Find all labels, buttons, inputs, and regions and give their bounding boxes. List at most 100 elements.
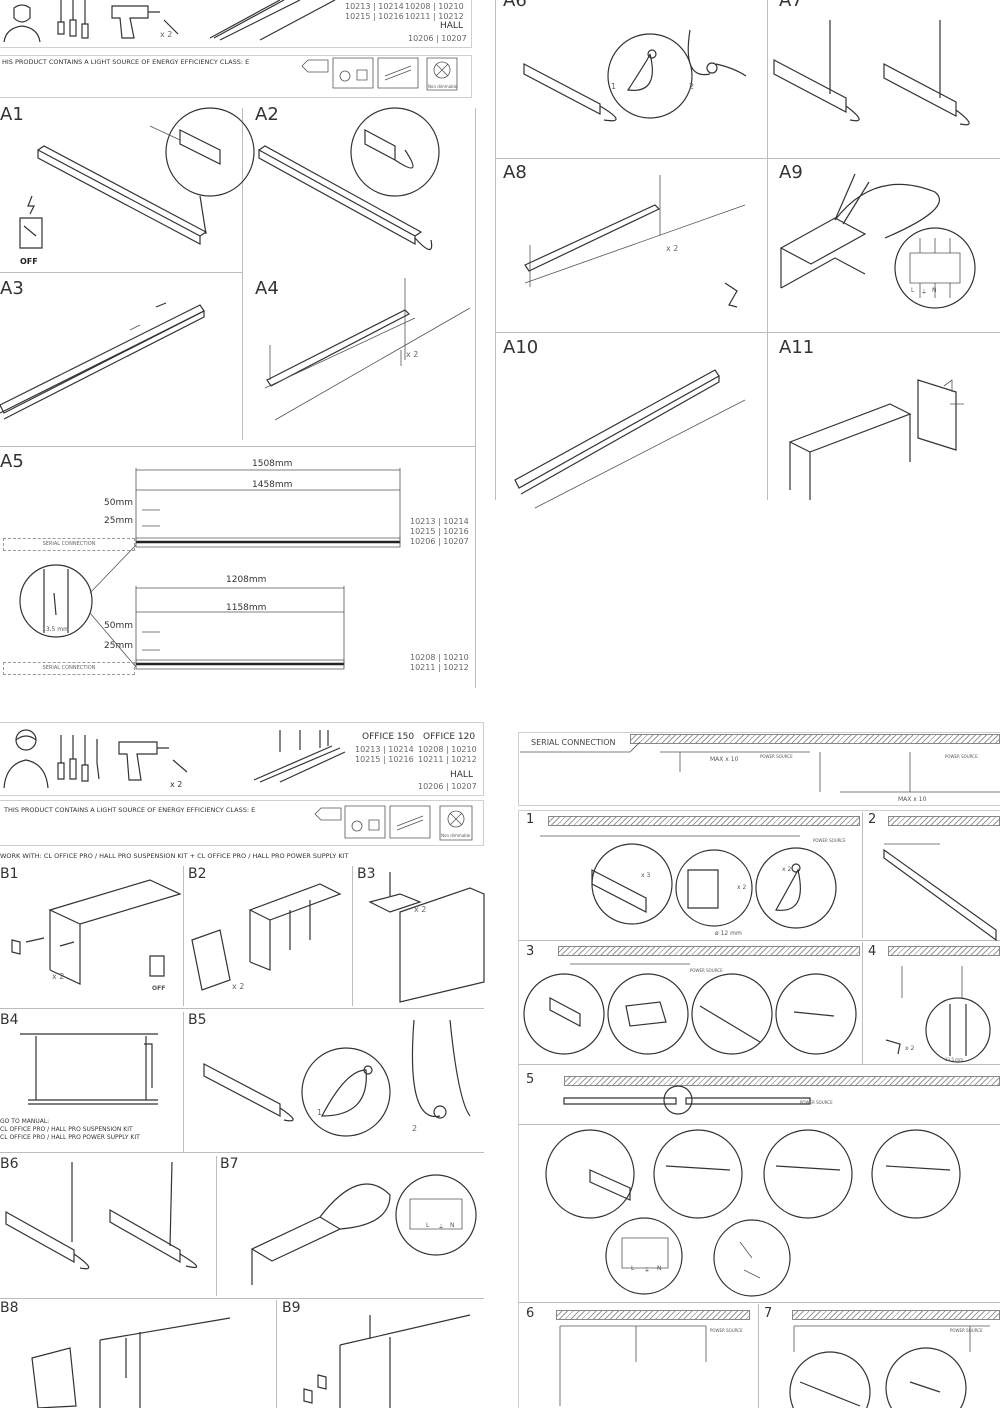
serial-power-a: POWER SOURCE bbox=[760, 754, 793, 759]
screwdrivers-icon-b bbox=[55, 735, 105, 791]
a5-dim-1208: 1208mm bbox=[226, 575, 267, 585]
suspension-profiles-icon-b bbox=[250, 730, 350, 782]
a5-gap-zoom-circle bbox=[18, 563, 158, 673]
compliance-icons-top bbox=[333, 58, 423, 90]
serial-step-6: 6 bbox=[526, 1306, 535, 1321]
b-hall-codes: 10206 | 10207 bbox=[418, 782, 477, 791]
works-with-text: WORK WITH: CL OFFICE PRO / HALL PRO SUSP… bbox=[0, 852, 349, 860]
b2-drawing bbox=[190, 870, 350, 1000]
step-a5-label: A5 bbox=[0, 451, 24, 472]
step-a1-label: A1 bbox=[0, 104, 24, 125]
serial-max10-b: MAX x 10 bbox=[898, 796, 927, 803]
a5-dim-50b: 50mm bbox=[104, 621, 133, 631]
serial-2-drawing bbox=[880, 830, 1000, 940]
a9-terminal-n: N bbox=[932, 287, 937, 294]
a7-drawing bbox=[770, 20, 1000, 150]
a5-dimension-lines-upper bbox=[130, 464, 410, 554]
step-b2-label: B2 bbox=[188, 866, 207, 882]
serial-1-drawing bbox=[540, 826, 860, 940]
b5-step-1: 1 bbox=[317, 1108, 323, 1117]
serial-step-7: 7 bbox=[764, 1306, 773, 1321]
a6-step-1: 1 bbox=[611, 82, 617, 91]
header-tools-panel-b bbox=[0, 722, 484, 796]
step-a8-label: A8 bbox=[503, 162, 527, 183]
serial-5-terminal-n: N bbox=[657, 1265, 662, 1272]
a5-dim-1508: 1508mm bbox=[252, 459, 293, 469]
step-a10-label: A10 bbox=[503, 337, 539, 358]
b6-drawing bbox=[4, 1162, 216, 1292]
a5-serial-box-lower: SERIAL CONNECTION bbox=[3, 662, 135, 675]
non-dimmable-icon-b bbox=[440, 806, 472, 840]
a9-terminal-e: ⏚ bbox=[921, 289, 928, 296]
step-b9-label: B9 bbox=[282, 1300, 301, 1316]
step-b1-label: B1 bbox=[0, 866, 19, 882]
a8-x2-label: x 2 bbox=[666, 244, 679, 253]
a4-x2-label: x 2 bbox=[406, 350, 419, 359]
energy-label-icon-b bbox=[313, 806, 343, 822]
step-a2-label: A2 bbox=[255, 104, 279, 125]
serial-5-terminal-l: L bbox=[631, 1265, 635, 1272]
serial-1-x3: x 3 bbox=[641, 872, 651, 879]
top-hall-label: HALL bbox=[440, 21, 463, 31]
serial-3-drawing bbox=[520, 958, 860, 1062]
serial-5-terminal-e: ⏚ bbox=[644, 1267, 651, 1274]
step-b7-label: B7 bbox=[220, 1156, 239, 1172]
a11-drawing bbox=[780, 370, 1000, 500]
step-a4-label: A4 bbox=[255, 278, 279, 299]
b7-terminal-e: ⏚ bbox=[438, 1224, 445, 1231]
serial-5-overview bbox=[560, 1090, 1000, 1122]
step-b6-label: B6 bbox=[0, 1156, 19, 1172]
b1-off: OFF bbox=[152, 985, 166, 992]
a5-dimension-lines-lower bbox=[130, 582, 350, 672]
serial-1-x2a: x 2 bbox=[737, 884, 747, 891]
serial-step-1: 1 bbox=[526, 812, 535, 827]
b4-drawing bbox=[18, 1028, 163, 1108]
serial-title: SERIAL CONNECTION bbox=[531, 738, 616, 747]
serial-7-power: POWER SOURCE bbox=[950, 1328, 983, 1333]
header-tools-panel-top bbox=[0, 0, 472, 48]
b9-drawing bbox=[300, 1315, 484, 1408]
b8-drawing bbox=[30, 1318, 270, 1408]
profile-bars-icon-top bbox=[200, 0, 340, 44]
serial-header-drawing bbox=[520, 742, 1000, 804]
a5-dim-25b: 25mm bbox=[104, 641, 133, 651]
b7-terminal-l: L bbox=[426, 1222, 430, 1229]
serial-6-drawing bbox=[556, 1322, 752, 1408]
off-label: OFF bbox=[20, 257, 38, 266]
serial-5-power: POWER SOURCE bbox=[800, 1100, 833, 1105]
serial-1-x2b: x 2 bbox=[782, 866, 792, 873]
a5-dim-25a: 25mm bbox=[104, 516, 133, 526]
step-b5-label: B5 bbox=[188, 1012, 207, 1028]
serial-7-drawing bbox=[790, 1322, 1000, 1408]
a8-drawing bbox=[505, 175, 765, 325]
a9-terminal-l: L bbox=[911, 287, 915, 294]
serial-power-b: POWER SOURCE bbox=[945, 754, 978, 759]
a1-profile-drawing bbox=[30, 110, 240, 270]
screwdrivers-icon-top bbox=[55, 0, 105, 44]
top-hall-codes: 10206 | 10207 bbox=[408, 34, 467, 43]
a9-drawing bbox=[775, 168, 1000, 328]
compliance-icons-b bbox=[345, 806, 435, 840]
step-b8-label: B8 bbox=[0, 1300, 19, 1316]
b5-drawing bbox=[200, 1020, 484, 1150]
serial-max10-a: MAX x 10 bbox=[710, 756, 739, 763]
x2-label-b: x 2 bbox=[170, 780, 183, 789]
b4-goto-manual: GO TO MANUAL:CL OFFICE PRO / HALL PRO SU… bbox=[0, 1118, 140, 1141]
b1-x2: x 2 bbox=[52, 972, 65, 981]
energy-label-icon-top bbox=[300, 58, 330, 74]
b-hall-label: HALL bbox=[450, 770, 473, 780]
serial-step-4: 4 bbox=[868, 944, 877, 959]
serial-4-gap: 13,5 mm bbox=[945, 1057, 963, 1062]
serial-4-drawing bbox=[880, 958, 1000, 1064]
serial-connection-header-panel bbox=[518, 732, 1000, 806]
serial-1-power: POWER SOURCE bbox=[813, 838, 846, 843]
b5-step-2: 2 bbox=[412, 1124, 418, 1133]
step-a7-label: A7 bbox=[779, 0, 803, 11]
drill-icon-top bbox=[108, 0, 183, 44]
non-dimmable-label-b: Non dimmable bbox=[441, 833, 471, 838]
office150-label: OFFICE 150 bbox=[362, 732, 415, 742]
